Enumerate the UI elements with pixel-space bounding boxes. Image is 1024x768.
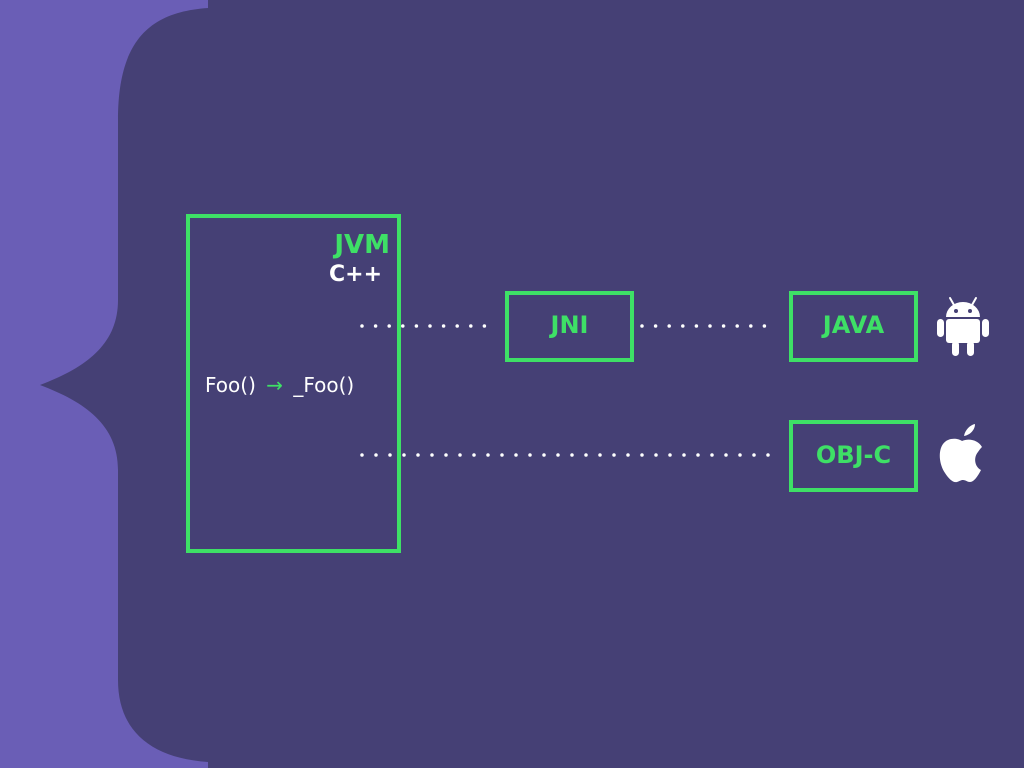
connector-jvm-objc xyxy=(360,453,784,457)
brace-shape xyxy=(0,0,208,768)
objc-label: OBJ-C xyxy=(815,441,892,469)
java-label: JAVA xyxy=(822,311,885,339)
function-mapping: Foo() → _Foo() xyxy=(205,375,354,395)
arrow-icon: → xyxy=(266,373,283,397)
function-to: _Foo() xyxy=(293,373,355,397)
connector-jvm-jni xyxy=(360,324,500,328)
objc-box xyxy=(789,420,918,492)
jvm-title: JVM xyxy=(334,230,390,260)
android-icon xyxy=(937,297,989,356)
java-box xyxy=(789,291,918,362)
connector-jni-java xyxy=(640,324,780,328)
apple-icon xyxy=(939,424,982,483)
cpp-subtitle: C++ xyxy=(328,262,382,287)
jni-label: JNI xyxy=(550,311,589,339)
function-from: Foo() xyxy=(205,373,256,397)
jvm-box xyxy=(186,214,401,553)
jni-box xyxy=(505,291,634,362)
